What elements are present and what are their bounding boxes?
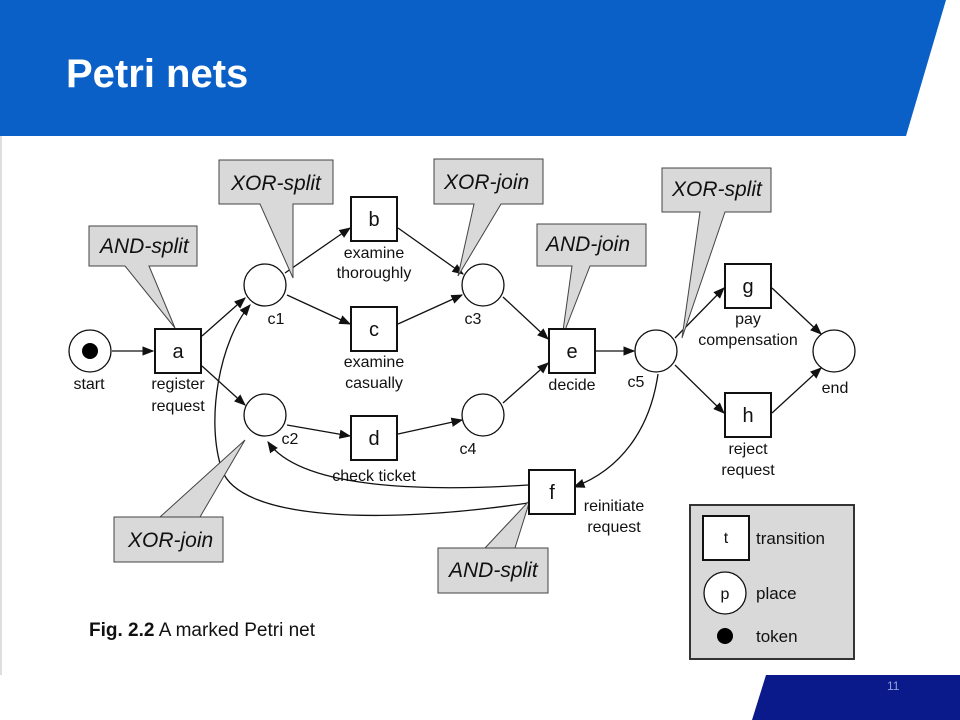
place-c1 — [243, 263, 287, 307]
arc-d-c4 — [397, 417, 464, 435]
transition-label-a-2: request — [151, 398, 205, 415]
arc-c5-g — [674, 287, 725, 339]
transition-b — [350, 196, 398, 242]
legend-transition-t: t — [724, 530, 729, 547]
transition-name-c: c — [369, 319, 379, 341]
callouts — [88, 158, 772, 594]
transition-label-g-1: pay — [735, 311, 761, 328]
place-label-c5: c5 — [628, 374, 645, 391]
transition-label-e-1: decide — [548, 377, 595, 394]
figure-caption-bold: Fig. 2.2 — [89, 620, 154, 641]
arc-g-end — [771, 287, 822, 335]
transition-name-g: g — [742, 276, 753, 298]
callout-text-xor-split-c5: XOR-split — [671, 178, 763, 201]
place-label-c2: c2 — [282, 431, 299, 448]
token-start — [82, 343, 98, 359]
legend-place-label: place — [756, 584, 797, 603]
place-label-end: end — [822, 380, 849, 397]
callout-text-and-split-f: AND-split — [447, 559, 539, 582]
arc-c4-e — [502, 362, 549, 404]
transition-d — [350, 415, 398, 461]
transition-name-a: a — [172, 341, 184, 363]
figure-caption: Fig. 2.2 A marked Petri net — [89, 620, 316, 641]
callout-xor-split-c1 — [218, 159, 334, 279]
transition-f — [528, 469, 576, 515]
transition-label-h-1: reject — [728, 441, 768, 458]
legend-token-label: token — [756, 627, 798, 646]
callout-text-xor-join-c3: XOR-join — [443, 171, 529, 194]
transition-name-b: b — [368, 209, 379, 231]
transition-label-f-1: reinitiate — [584, 498, 645, 515]
place-end — [812, 329, 856, 373]
transition-label-c-1: examine — [344, 354, 405, 371]
transition-name-h: h — [742, 405, 753, 427]
arc-c1-b — [284, 227, 351, 274]
place-c5 — [634, 329, 678, 373]
legend-transition-symbol — [702, 515, 750, 561]
place-label-c4: c4 — [460, 441, 477, 458]
arc-b-c3 — [397, 227, 464, 275]
arc-h-end — [771, 367, 822, 414]
transition-g — [724, 263, 772, 309]
transition-name-f: f — [549, 482, 555, 504]
place-label-c3: c3 — [465, 311, 482, 328]
place-label-c1: c1 — [268, 311, 285, 328]
arc-c5-h — [674, 364, 725, 414]
arc-c5-f — [572, 373, 659, 488]
callout-text-and-join-e: AND-join — [544, 233, 630, 256]
callout-text-xor-join-c2: XOR-join — [127, 529, 213, 552]
transition-label-b-2: thoroughly — [337, 265, 412, 282]
transition-c — [350, 306, 398, 352]
transition-name-e: e — [566, 341, 577, 363]
arc-a-c2 — [201, 365, 246, 406]
header-banner — [0, 0, 946, 136]
legend-place-p: p — [721, 586, 730, 603]
transition-name-d: d — [368, 428, 379, 450]
page-number: 11 — [887, 679, 900, 693]
place-c4 — [461, 393, 505, 437]
arc-f-c1 — [214, 304, 529, 517]
arc-f-c2 — [267, 441, 529, 489]
arc-c1-c — [286, 294, 352, 325]
callout-xor-join-c2-tail — [158, 439, 246, 518]
transition-label-a-1: register — [151, 376, 205, 393]
transition-a — [154, 328, 202, 374]
legend-token-symbol — [717, 628, 733, 644]
transition-label-c-2: casually — [345, 375, 403, 392]
callout-and-split-a — [88, 225, 198, 329]
transitions — [154, 196, 772, 515]
arcs — [112, 227, 822, 517]
legend-place-symbol — [703, 571, 747, 615]
arc-c2-d — [286, 424, 352, 439]
transition-label-g-2: compensation — [698, 332, 798, 349]
transition-h — [724, 392, 772, 438]
callout-text-xor-split-c1: XOR-split — [230, 172, 322, 195]
callout-and-join-e — [536, 223, 647, 339]
place-c2 — [243, 393, 287, 437]
slide-title: Petri nets — [66, 52, 248, 96]
callout-text-and-split-a: AND-split — [98, 235, 190, 258]
transition-label-d-1: check ticket — [332, 468, 416, 485]
footer-band — [752, 675, 960, 720]
arc-a-c1 — [201, 297, 246, 337]
arc-c3-e — [502, 296, 549, 340]
place-label-start: start — [73, 376, 105, 393]
place-c3 — [461, 263, 505, 307]
transition-e — [548, 328, 596, 374]
transition-label-h-2: request — [721, 462, 775, 479]
figure-caption-text: A marked Petri net — [159, 620, 316, 641]
transition-label-f-2: request — [587, 519, 641, 536]
transition-label-b-1: examine — [344, 245, 405, 262]
legend-transition-label: transition — [756, 529, 825, 548]
arc-c-c3 — [397, 294, 464, 325]
callout-xor-join-c3 — [433, 158, 544, 277]
callout-and-split-f-tail — [483, 499, 531, 549]
callout-xor-split-c5 — [661, 167, 772, 339]
